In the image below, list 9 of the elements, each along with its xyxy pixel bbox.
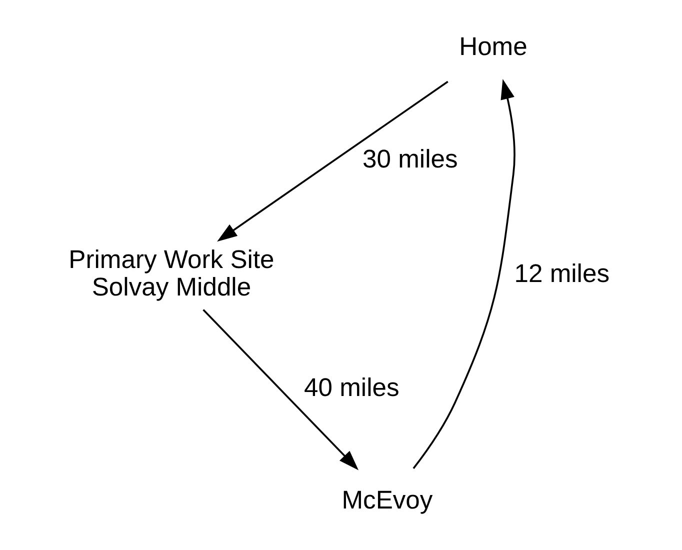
arrow — [216, 80, 448, 242]
node-text: Primary Work Site Solvay Middle — [68, 246, 274, 302]
edge-label: 40 miles — [304, 374, 399, 402]
node-text: McEvoy — [341, 486, 432, 514]
edge-label: 30 miles — [362, 146, 458, 174]
edge-label: 12 miles — [514, 260, 610, 288]
arrow — [412, 79, 515, 469]
node-text: Home — [458, 33, 527, 62]
arrow — [202, 309, 358, 470]
